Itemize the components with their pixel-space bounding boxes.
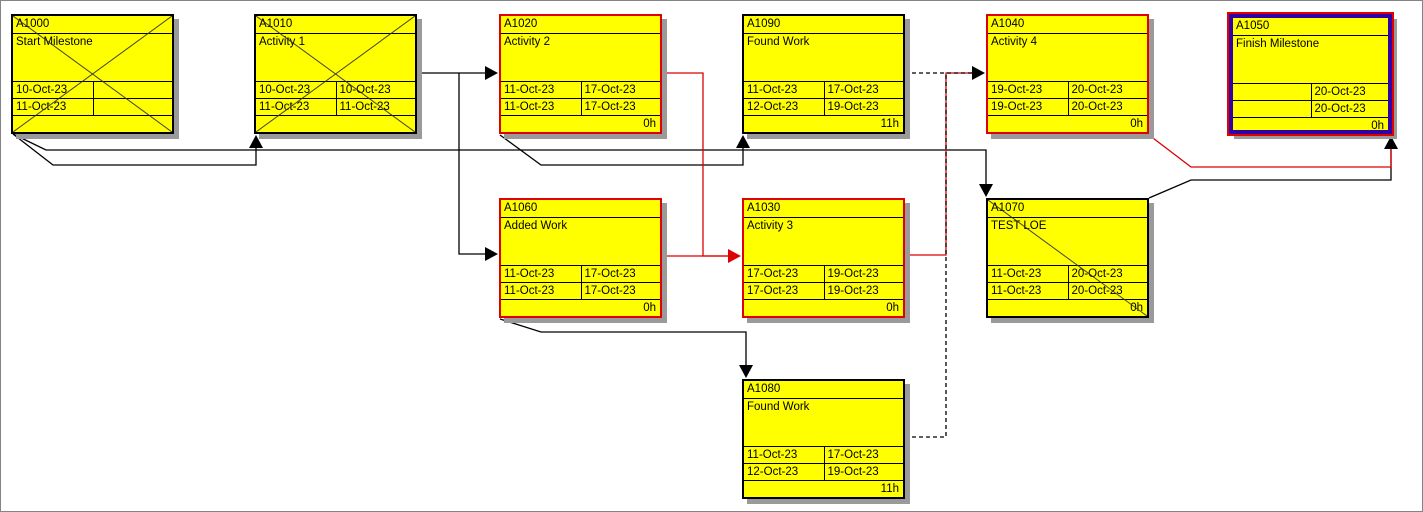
activity-id: A1030 [744,200,903,218]
early-start-cell: 11-Oct-23 [991,268,1042,280]
activity-box-A1040[interactable]: A1040 Activity 4 19-Oct-23 20-Oct-23 19-… [986,14,1149,134]
late-start-cell: 11-Oct-23 [504,285,555,297]
activity-box-A1060[interactable]: A1060 Added Work 11-Oct-23 17-Oct-23 11-… [499,198,662,318]
activity-name: Activity 1 [256,34,415,82]
activity-id: A1010 [256,16,415,34]
early-finish-cell: 17-Oct-23 [580,82,661,98]
late-start-cell: 11-Oct-23 [259,101,310,113]
late-start-cell: 12-Oct-23 [747,101,799,113]
relationship-line-A1010-A1060 [458,73,485,255]
activity-box-A1000[interactable]: A1000 Start Milestone 10-Oct-23 11-Oct-2… [11,14,174,134]
total-float-value: 0h [1130,302,1143,314]
activity-id: A1040 [988,16,1147,34]
late-start-cell: 12-Oct-23 [747,466,799,478]
early-finish-cell: 17-Oct-23 [823,447,904,463]
relationship-line-A1040-A1050 [1148,134,1392,168]
activity-id: A1020 [501,16,660,34]
early-start-cell: 11-Oct-23 [504,268,555,280]
late-finish-cell: 19-Oct-23 [823,99,904,115]
activity-name: Activity 3 [744,218,903,266]
late-finish-cell: 20-Oct-23 [1067,283,1148,299]
late-finish-cell: 19-Oct-23 [823,464,904,480]
total-float-value: 11h [880,118,899,130]
total-float-value: 0h [643,302,656,314]
activity-name: Found Work [744,34,903,82]
activity-name: Added Work [501,218,660,266]
early-start-cell: 10-Oct-23 [259,84,311,96]
activity-id: A1090 [744,16,903,34]
relationship-line-A1060-A1080 [499,318,747,366]
total-float-value: 0h [1371,120,1384,132]
activity-id: A1080 [744,381,903,399]
activity-box-A1010[interactable]: A1010 Activity 1 10-Oct-23 10-Oct-23 11-… [254,14,417,134]
late-finish-cell: 19-Oct-23 [823,283,904,299]
arrowhead-into-A1080 [739,365,753,378]
arrowhead-into-A1040 [972,66,985,80]
early-finish-cell: 10-Oct-23 [335,82,416,98]
activity-name: Found Work [744,399,903,447]
early-finish-cell [92,82,173,98]
arrowhead-into-A1090 [736,135,750,148]
arrowhead-into-A1060 [485,247,498,261]
late-start-cell: 19-Oct-23 [991,101,1043,113]
activity-box-A1090[interactable]: A1090 Found Work 11-Oct-23 17-Oct-23 12-… [742,14,905,134]
total-float-value [13,116,172,135]
arrowhead-into-A1020 [485,66,498,80]
late-finish-cell: 17-Oct-23 [580,283,661,299]
early-finish-cell: 17-Oct-23 [823,82,904,98]
late-finish-cell [92,99,173,115]
total-float-value: 0h [1130,118,1143,130]
late-finish-cell: 17-Oct-23 [580,99,661,115]
early-start-cell: 11-Oct-23 [747,84,798,96]
arrowhead-into-A1030 [728,249,741,263]
activity-id: A1060 [501,200,660,218]
late-start-cell: 11-Oct-23 [991,285,1042,297]
early-start-cell: 11-Oct-23 [504,84,555,96]
arrowhead-into-A1070 [979,184,993,197]
late-finish-cell: 20-Oct-23 [1067,99,1148,115]
activity-name: Activity 4 [988,34,1147,82]
activity-name: Start Milestone [13,34,172,82]
late-finish-cell: 11-Oct-23 [335,99,416,115]
activity-name: Finish Milestone [1233,36,1388,84]
total-float-value: 0h [643,118,656,130]
early-finish-cell: 19-Oct-23 [823,266,904,282]
early-start-cell: 19-Oct-23 [991,84,1043,96]
early-start-cell: 17-Oct-23 [747,268,799,280]
relationship-line-A1020-A1090 [499,134,744,166]
early-start-cell [1233,84,1311,100]
arrowhead-into-A1010 [249,135,263,148]
activity-id: A1050 [1233,18,1388,36]
late-start-cell [1233,101,1311,117]
early-finish-cell: 20-Oct-23 [1310,84,1389,100]
relationship-line-A1030-A1040 [905,72,972,256]
relationship-line-A1000-A1010 [12,133,257,166]
early-finish-cell: 20-Oct-23 [1067,266,1148,282]
early-finish-cell: 17-Oct-23 [580,266,661,282]
activity-name: Activity 2 [501,34,660,82]
late-finish-cell: 20-Oct-23 [1310,101,1389,117]
activity-box-A1050[interactable]: A1050 Finish Milestone 20-Oct-23 20-Oct-… [1227,12,1394,136]
arrowhead-into-A1050 [1384,136,1398,149]
relationship-line-A1080-A1040 [905,74,947,438]
early-start-cell: 10-Oct-23 [16,84,68,96]
activity-box-A1070[interactable]: A1070 TEST LOE 11-Oct-23 20-Oct-23 11-Oc… [986,198,1149,318]
activity-name: TEST LOE [988,218,1147,266]
relationship-line-A1000-A1070 [12,133,987,185]
total-float-value: 0h [886,302,899,314]
total-float-value [256,116,415,135]
activity-box-A1080[interactable]: A1080 Found Work 11-Oct-23 17-Oct-23 12-… [742,379,905,499]
late-start-cell: 17-Oct-23 [747,285,799,297]
activity-id: A1070 [988,200,1147,218]
activity-box-A1030[interactable]: A1030 Activity 3 17-Oct-23 19-Oct-23 17-… [742,198,905,318]
late-start-cell: 11-Oct-23 [504,101,555,113]
early-start-cell: 11-Oct-23 [747,449,798,461]
late-start-cell: 11-Oct-23 [16,101,67,113]
activity-box-A1020[interactable]: A1020 Activity 2 11-Oct-23 17-Oct-23 11-… [499,14,662,134]
activity-id: A1000 [13,16,172,34]
early-finish-cell: 20-Oct-23 [1067,82,1148,98]
total-float-value: 11h [880,483,899,495]
